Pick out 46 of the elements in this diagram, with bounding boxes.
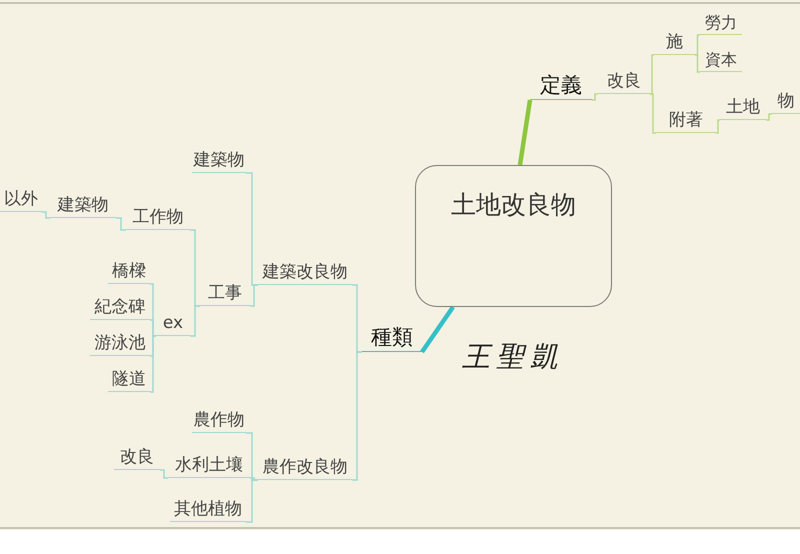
branch-topic: 定義 [530,69,592,100]
subtopic: 游泳池 [90,329,150,356]
subtopic: 工事 [200,279,250,306]
subtopic: 建築改良物 [258,258,352,285]
branch-topic: 種類 [362,321,422,352]
subtopic: 橋樑 [108,257,150,284]
subtopic: 隧道 [108,365,150,392]
subtopic: 附著 [656,106,716,133]
branch-line [518,100,532,166]
subtopic: 建築物 [50,191,116,218]
subtopic: 工作物 [126,203,190,230]
branch-line [150,319,156,337]
subtopic: 改良 [114,443,160,470]
subtopic: 改良 [598,67,650,94]
subtopic: 農作物 [192,406,246,433]
subtopic: 勞力 [700,9,742,35]
branch-line [695,54,700,73]
subtopic: 建築物 [192,146,246,173]
subtopic: 資本 [700,46,742,72]
central-topic-box: 土地改良物 [415,165,612,307]
subtopic: 以外 [0,185,42,212]
subtopic: 物 [772,87,800,114]
branch-line [766,113,772,121]
branch-line [650,93,656,134]
branch-line [250,284,258,307]
subtopic: 水利土壤 [168,451,250,478]
branch-line [650,54,654,95]
handwritten-signature: 王聖凱 [462,339,564,375]
branch-line [352,351,362,481]
subtopic: 土地 [720,93,766,120]
branch-line [42,211,50,219]
branch-line [150,335,156,393]
branch-line [250,477,258,481]
branch-line [695,34,700,56]
subtopic: ex [156,309,190,336]
subtopic: 施 [654,28,695,55]
branch-line [592,93,598,101]
branch-line [420,306,455,354]
branch-line [246,479,258,523]
subtopic: 農作改良物 [258,453,352,480]
branch-line [190,305,200,337]
branch-line [116,217,126,231]
branch-line [716,119,720,134]
subtopic: 紀念碑 [90,293,150,320]
subtopic: 其他植物 [170,495,246,522]
branch-line [160,469,168,479]
